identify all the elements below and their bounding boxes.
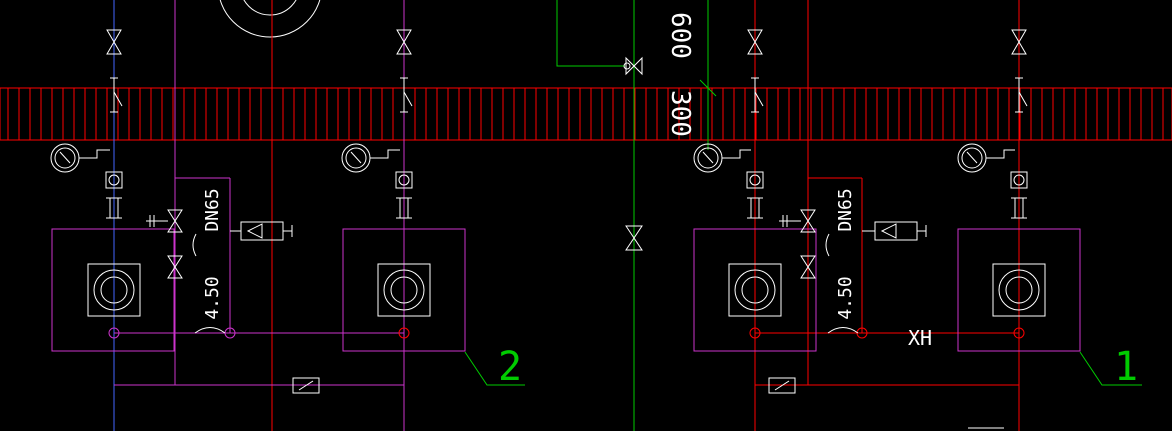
unit-tag-left: 2 bbox=[498, 344, 522, 390]
pressure-gauge-icon-3 bbox=[693, 143, 751, 173]
coupling-icons bbox=[105, 171, 1028, 219]
equipment-box-4 bbox=[957, 228, 1081, 352]
elev-right-label: 4.50 bbox=[835, 276, 856, 319]
pipe-code-label: XH bbox=[908, 326, 932, 350]
check-valve-icons bbox=[110, 77, 1028, 113]
fixture-icon-3 bbox=[728, 263, 782, 317]
fixture-icon-1 bbox=[87, 263, 141, 317]
dim-upper-label: 600 bbox=[665, 12, 695, 59]
green-valve-lower-icon bbox=[625, 225, 643, 251]
pipe-size-left-label: DN65 bbox=[202, 188, 223, 231]
arc-symbols bbox=[192, 233, 859, 334]
pressure-gauge-icon-1 bbox=[50, 143, 110, 173]
meter-icon-left bbox=[292, 377, 320, 394]
pressure-gauge-icon-2 bbox=[341, 143, 400, 173]
pressure-gauge-icon-4 bbox=[957, 143, 1015, 173]
elev-left-label: 4.50 bbox=[202, 276, 223, 319]
tank-outline bbox=[219, 0, 321, 38]
dim-lower-label: 300 bbox=[665, 90, 695, 137]
top-valve-icons bbox=[106, 29, 1027, 55]
unit-tag-right: 1 bbox=[1114, 344, 1138, 390]
leader-lines bbox=[464, 351, 1142, 386]
wall-band bbox=[0, 87, 1172, 141]
vertical-pipes bbox=[113, 0, 1020, 431]
expansion-tank-icon-left bbox=[230, 221, 293, 241]
horizontal-pipes bbox=[114, 177, 1019, 386]
pipe-size-right-label: DN65 bbox=[835, 188, 856, 231]
meter-icon-right bbox=[768, 377, 796, 394]
branch-valve-icons bbox=[146, 209, 816, 279]
green-branch-pipe bbox=[556, 0, 717, 97]
expansion-tank-icon-right bbox=[862, 221, 927, 241]
fixture-icon-2 bbox=[377, 263, 431, 317]
fixture-icon-4 bbox=[992, 263, 1046, 317]
green-valve-icon bbox=[623, 56, 643, 76]
equipment-box-3 bbox=[693, 228, 817, 352]
equipment-box-1 bbox=[51, 228, 175, 352]
equipment-box-2 bbox=[342, 228, 466, 352]
